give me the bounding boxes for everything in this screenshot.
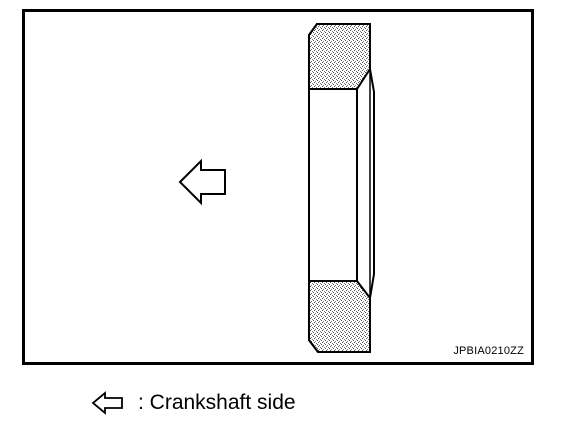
hollow-left-arrow-icon (178, 158, 226, 206)
hollow-left-arrow-icon (90, 391, 126, 415)
legend: : Crankshaft side (90, 388, 296, 418)
seal-upper-section (308, 23, 371, 90)
seal-lower-section (308, 280, 371, 353)
oil-seal-diagram (178, 23, 375, 353)
legend-label: : Crankshaft side (138, 391, 296, 414)
figure-code: JPBIA0210ZZ (453, 345, 524, 357)
figure-frame: JPBIA0210ZZ (22, 9, 534, 365)
